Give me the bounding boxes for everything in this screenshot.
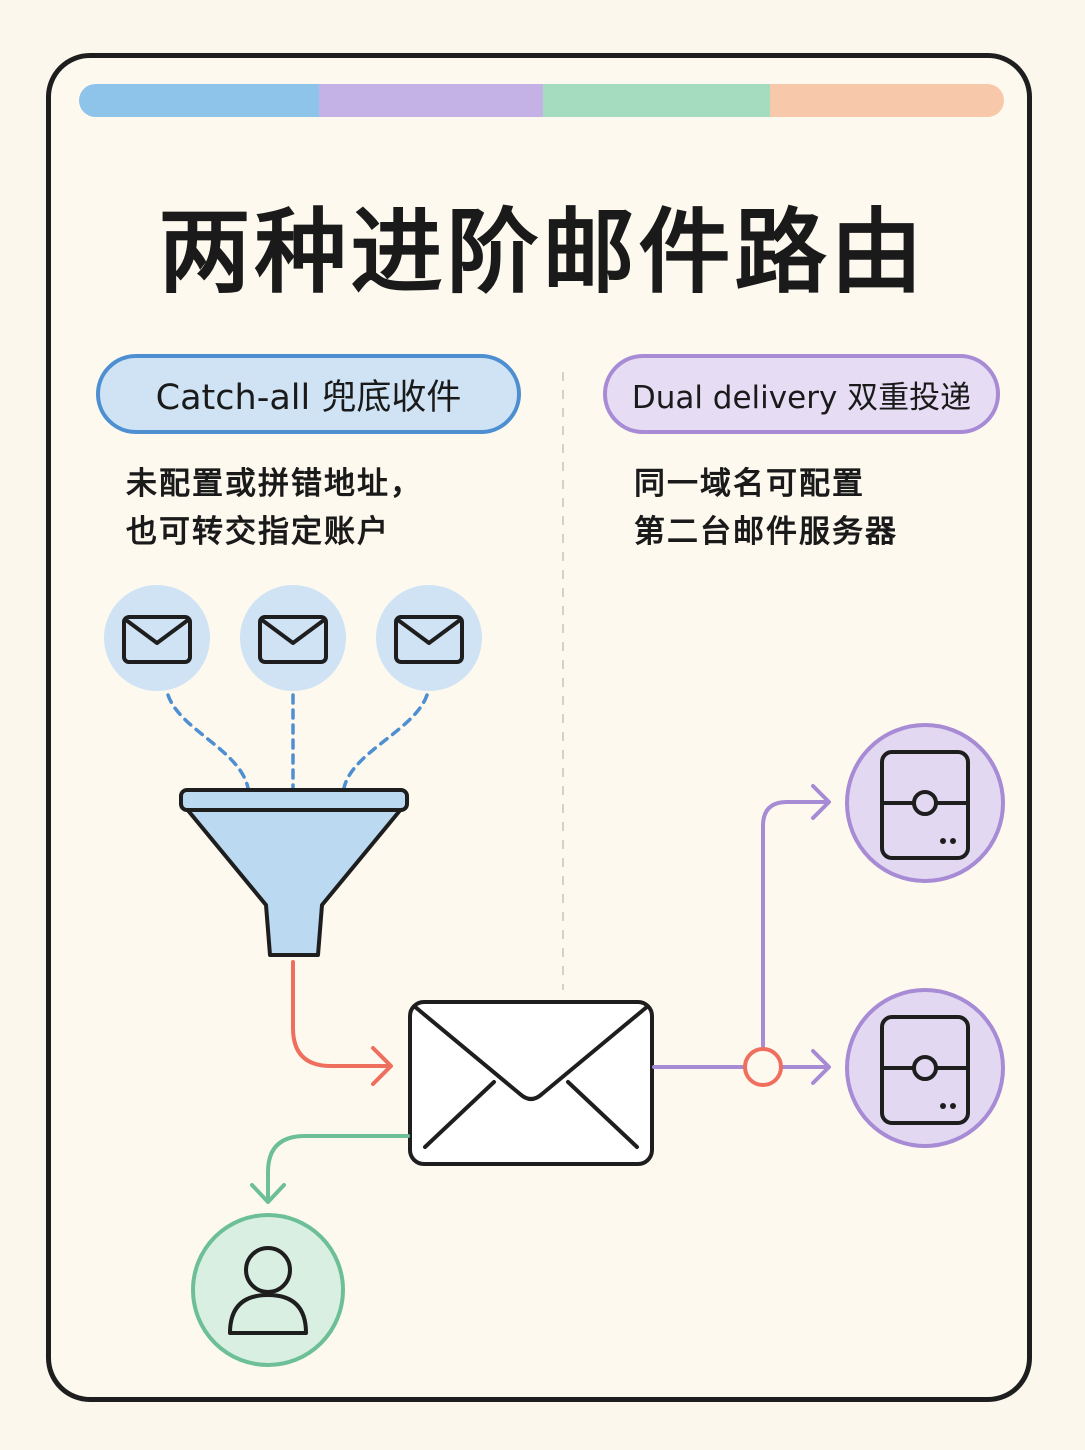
arrow-to-envelope [291,960,393,1086]
catch-all-description-line2: 也可转交指定账户 [126,514,390,550]
dual-delivery-arrows [652,784,831,1085]
page-title: 两种进阶邮件路由 [158,199,927,306]
envelope-icon [408,1000,654,1166]
arrow-to-user [250,1134,410,1204]
stripe-blue [79,84,319,117]
server-icon [845,988,1005,1148]
stripe-purple [319,84,543,117]
envelope-icon [240,585,346,691]
dual-delivery-description: 同一域名可配置 第二台邮件服务器 [634,460,898,556]
split-node [743,1047,783,1087]
funnel-icon [179,788,409,957]
dual-delivery-description-line1: 同一域名可配置 [634,466,865,502]
envelope-icon [104,585,210,691]
catch-all-description-line1: 未配置或拼错地址， [126,466,423,502]
server-icon [845,723,1005,883]
dual-delivery-description-line2: 第二台邮件服务器 [634,514,898,550]
dual-delivery-label: Dual delivery 双重投递 [603,354,1000,434]
catch-all-description: 未配置或拼错地址， 也可转交指定账户 [126,460,423,556]
catch-all-label: Catch-all 兜底收件 [96,354,521,434]
inbound-dashed-lines [166,693,429,790]
envelope-icon [376,585,482,691]
card-frame [46,53,1032,1402]
stripe-orange [770,84,1004,117]
stripe-green [543,84,770,117]
user-icon [191,1213,345,1367]
